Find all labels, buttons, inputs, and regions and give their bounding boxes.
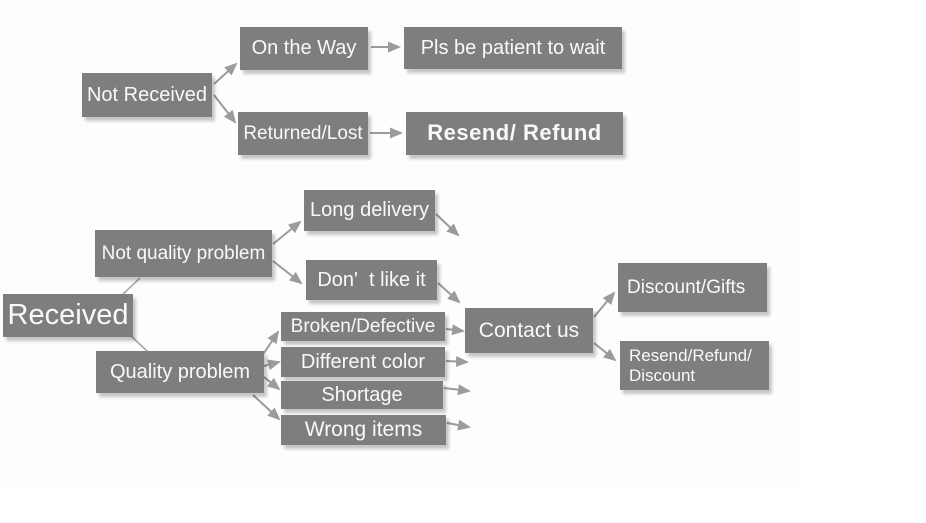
edge-quality-broken	[261, 330, 280, 357]
node-contact-us: Contact us	[465, 308, 593, 353]
edge-contact-discountgifts	[593, 291, 616, 318]
node-returned-lost: Returned/Lost	[238, 112, 368, 155]
edge-wrong-contact	[446, 419, 471, 431]
node-broken-defective: Broken/Defective	[281, 312, 445, 341]
edge-broken-contact	[445, 324, 465, 336]
node-wrong-items: Wrong items	[281, 415, 446, 445]
node-resend-refund: Resend/ Refund	[406, 112, 623, 155]
node-shortage: Shortage	[281, 381, 443, 409]
edge-received-notquality	[120, 277, 141, 297]
node-quality-problem: Quality problem	[96, 351, 264, 393]
node-not-received: Not Received	[82, 73, 212, 117]
node-not-quality-problem: Not quality problem	[95, 230, 272, 277]
edge-dontlike-contact	[437, 282, 461, 304]
edge-longdelivery-contact	[435, 213, 460, 237]
node-on-the-way: On the Way	[240, 27, 368, 70]
edge-quality-different	[263, 359, 281, 371]
node-pls-be-patient: Pls be patient to wait	[404, 27, 622, 69]
edge-notquality-dontlike	[272, 260, 303, 285]
node-dont-like-it: Don' t like it	[306, 260, 437, 300]
node-long-delivery: Long delivery	[304, 190, 435, 231]
edge-notreceived-returnedlost	[213, 94, 237, 124]
edge-contact-resenddiscount	[593, 342, 617, 362]
node-discount-gifts: Discount/Gifts	[618, 263, 767, 312]
edge-quality-wrong	[252, 394, 281, 421]
edge-notquality-longdelivery	[272, 220, 302, 245]
node-resend-refund-discount: Resend/Refund/ Discount	[620, 341, 769, 390]
edge-received-quality	[128, 333, 149, 353]
edge-quality-shortage	[263, 376, 281, 391]
edge-notreceived-ontheway	[213, 62, 238, 85]
node-different-color: Different color	[281, 347, 445, 377]
edge-shortage-contact	[443, 384, 471, 396]
node-received: Received	[3, 294, 133, 337]
edge-different-contact	[445, 355, 469, 367]
